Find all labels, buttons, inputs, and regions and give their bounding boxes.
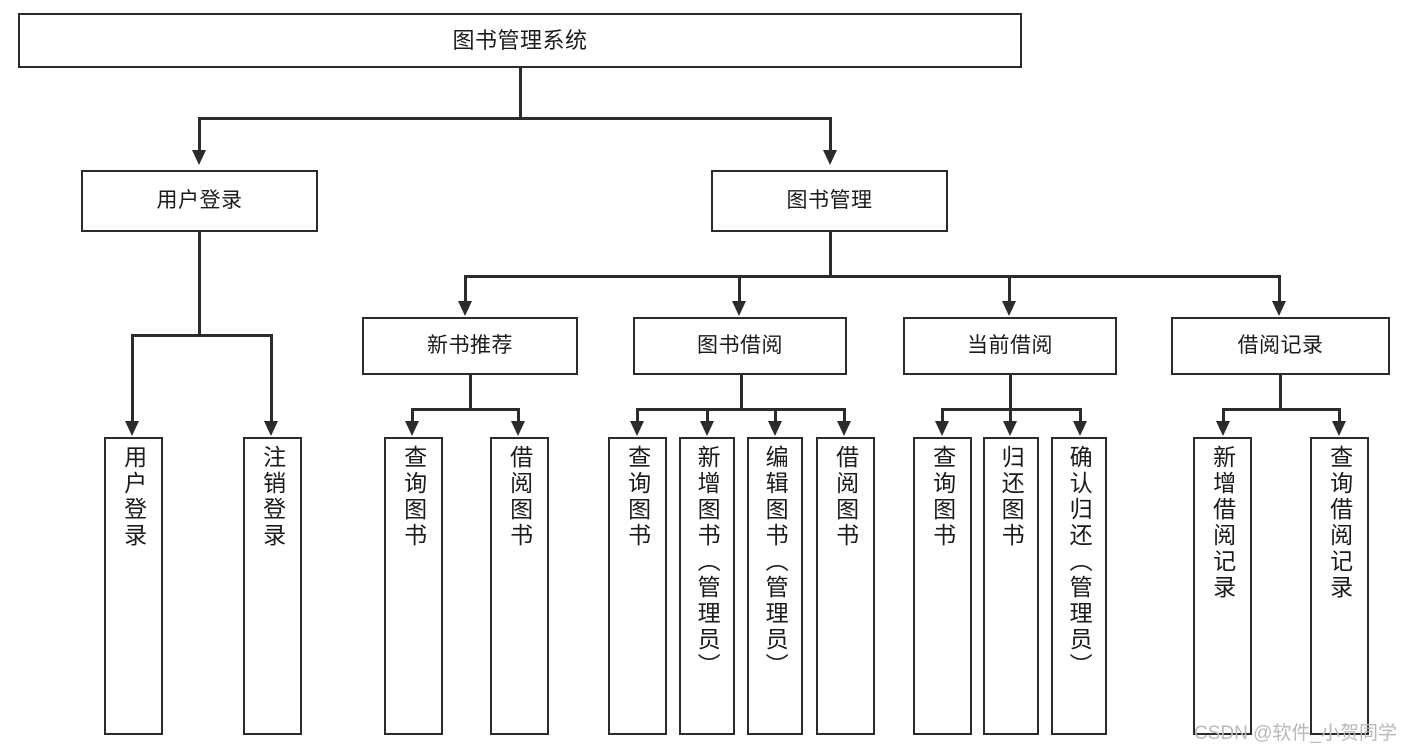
node-label: 借阅图书: [832, 445, 859, 549]
node-current-borrow[interactable]: 当前借阅: [903, 317, 1117, 375]
arrowhead-current-2: [1003, 421, 1017, 436]
leaf-user-login-logout[interactable]: 注销登录: [243, 437, 302, 735]
leaf-borrow-query-book[interactable]: 查询图书: [608, 437, 667, 735]
arrowhead-user-login-2: [264, 421, 278, 436]
connector-recommend-bus: [411, 408, 517, 411]
leaf-recommend-borrow-book[interactable]: 借阅图书: [490, 437, 549, 735]
connector-level3-drop-1: [464, 275, 467, 302]
arrowhead-borrow-2: [700, 421, 714, 436]
connector-borrow-drop-2: [706, 408, 709, 422]
connector-user-login-drop-1: [131, 334, 134, 422]
arrowhead-recommend-2: [511, 421, 525, 436]
arrowhead-recommend-1: [405, 421, 419, 436]
leaf-borrow-add-book-admin[interactable]: 新增图书（管理员）: [679, 437, 735, 735]
connector-record-drop-2: [1338, 408, 1341, 422]
arrowhead-level3-4: [1272, 301, 1286, 316]
leaf-user-login-login[interactable]: 用户登录: [104, 437, 163, 735]
connector-user-login-stem: [198, 232, 201, 334]
connector-current-stem: [1009, 375, 1012, 408]
connector-borrow-drop-4: [843, 408, 846, 422]
connector-level2-drop-1: [198, 117, 201, 151]
node-label: 查询图书: [400, 445, 427, 549]
node-user-login[interactable]: 用户登录: [81, 170, 318, 232]
connector-level3-drop-3: [1008, 275, 1011, 302]
node-label: 注销登录: [259, 445, 286, 549]
connector-current-drop-3: [1079, 408, 1082, 422]
connector-current-drop-1: [941, 408, 944, 422]
connector-record-stem: [1279, 375, 1282, 408]
node-label: 查询图书: [929, 445, 956, 549]
node-label: 新书推荐: [427, 333, 513, 357]
node-label: 新增借阅记录: [1209, 445, 1236, 601]
connector-level3-bus: [464, 275, 1281, 278]
arrowhead-level3-1: [458, 301, 472, 316]
node-book-borrow[interactable]: 图书借阅: [633, 317, 847, 375]
arrowhead-level3-2: [732, 301, 746, 316]
connector-current-drop-2: [1009, 408, 1012, 422]
leaf-current-query-book[interactable]: 查询图书: [913, 437, 972, 735]
connector-record-drop-1: [1222, 408, 1225, 422]
leaf-current-confirm-return-admin[interactable]: 确认归还（管理员）: [1051, 437, 1107, 735]
leaf-record-add-record[interactable]: 新增借阅记录: [1193, 437, 1252, 735]
connector-level3-drop-2: [738, 275, 741, 302]
node-label: 查询图书: [624, 445, 651, 549]
node-label: 新增图书（管理员）: [694, 445, 721, 679]
arrowhead-current-3: [1073, 421, 1087, 436]
node-label: 查询借阅记录: [1326, 445, 1353, 601]
leaf-recommend-query-book[interactable]: 查询图书: [384, 437, 443, 735]
node-label: 用户登录: [156, 188, 243, 212]
leaf-borrow-edit-book-admin[interactable]: 编辑图书（管理员）: [747, 437, 803, 735]
arrowhead-borrow-4: [837, 421, 851, 436]
connector-recommend-drop-1: [411, 408, 414, 422]
arrowhead-current-1: [935, 421, 949, 436]
node-label: 图书管理系统: [452, 27, 588, 53]
leaf-current-return-book[interactable]: 归还图书: [983, 437, 1039, 735]
node-new-book-recommend[interactable]: 新书推荐: [362, 317, 578, 375]
node-label: 当前借阅: [967, 333, 1053, 357]
node-root-system[interactable]: 图书管理系统: [18, 13, 1022, 68]
connector-record-bus: [1222, 408, 1338, 411]
connector-recommend-stem: [469, 375, 472, 408]
watermark-text: CSDN @软件_小贺同学: [1194, 723, 1397, 744]
node-label: 确认归还（管理员）: [1066, 445, 1093, 679]
connector-book-mgmt-stem: [829, 232, 832, 275]
leaf-borrow-borrow-book[interactable]: 借阅图书: [816, 437, 875, 735]
node-label: 借阅记录: [1237, 333, 1324, 357]
arrowhead-record-2: [1332, 421, 1346, 436]
node-label: 用户登录: [120, 445, 147, 549]
node-label: 借阅图书: [506, 445, 533, 549]
arrowhead-user-login-1: [125, 421, 139, 436]
connector-borrow-drop-3: [774, 408, 777, 422]
connector-borrow-bus: [636, 408, 845, 411]
node-label: 归还图书: [998, 445, 1025, 549]
connector-level2-drop-2: [829, 117, 832, 151]
node-label: 编辑图书（管理员）: [762, 445, 789, 679]
arrowhead-level2-1: [192, 150, 206, 165]
node-borrow-record[interactable]: 借阅记录: [1171, 317, 1390, 375]
arrowhead-level2-2: [823, 150, 837, 165]
connector-recommend-drop-2: [517, 408, 520, 422]
connector-user-login-bus: [131, 334, 272, 337]
connector-borrow-stem: [740, 375, 743, 408]
arrowhead-borrow-3: [768, 421, 782, 436]
arrowhead-record-1: [1216, 421, 1230, 436]
arrowhead-borrow-1: [630, 421, 644, 436]
connector-borrow-drop-1: [636, 408, 639, 422]
connector-level3-drop-4: [1278, 275, 1281, 302]
arrowhead-level3-3: [1002, 301, 1016, 316]
connector-root-stem: [519, 68, 522, 117]
leaf-record-query-record[interactable]: 查询借阅记录: [1310, 437, 1369, 735]
connector-level2-bus: [198, 117, 831, 120]
connector-user-login-drop-2: [270, 334, 273, 422]
node-label: 图书管理: [786, 188, 873, 212]
node-book-management[interactable]: 图书管理: [711, 170, 948, 232]
node-label: 图书借阅: [697, 333, 783, 357]
